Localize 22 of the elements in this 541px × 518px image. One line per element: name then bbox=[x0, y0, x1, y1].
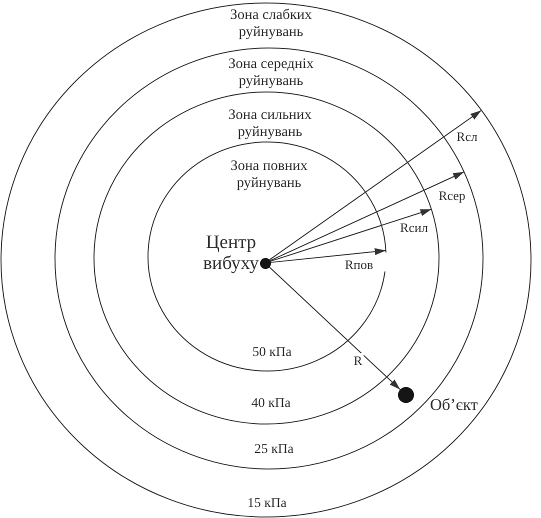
object-label: Об’єкт bbox=[430, 395, 478, 414]
radius-arrow bbox=[269, 110, 482, 260]
zone-circle bbox=[0, 2, 530, 516]
zone-circle bbox=[55, 48, 483, 469]
pressure-label: 50 кПа bbox=[252, 344, 292, 360]
edge-label: R bbox=[352, 353, 364, 368]
edge-label: Rсл bbox=[456, 129, 478, 144]
zone-label: Зона сильних руйнувань bbox=[227, 107, 313, 141]
radius-arrow bbox=[270, 248, 386, 263]
pressure-label: 40 кПа bbox=[251, 395, 291, 411]
radius-arrow bbox=[270, 208, 432, 262]
zone-label: Зона середніх руйнувань bbox=[227, 56, 315, 90]
zone-label: Зона слабких руйнувань bbox=[229, 7, 313, 41]
explosion-center-dot bbox=[260, 258, 270, 268]
pressure-label: 25 кПа bbox=[254, 441, 294, 457]
zone-label: Зона повних руйнувань bbox=[230, 158, 308, 192]
center-label: Центр вибуху bbox=[202, 232, 260, 274]
object-dot bbox=[398, 387, 414, 403]
edge-label: Rсил bbox=[399, 220, 429, 235]
radius-arrow bbox=[270, 171, 465, 262]
distance-arrow bbox=[268, 266, 401, 390]
pressure-label: 15 кПа bbox=[247, 495, 287, 511]
